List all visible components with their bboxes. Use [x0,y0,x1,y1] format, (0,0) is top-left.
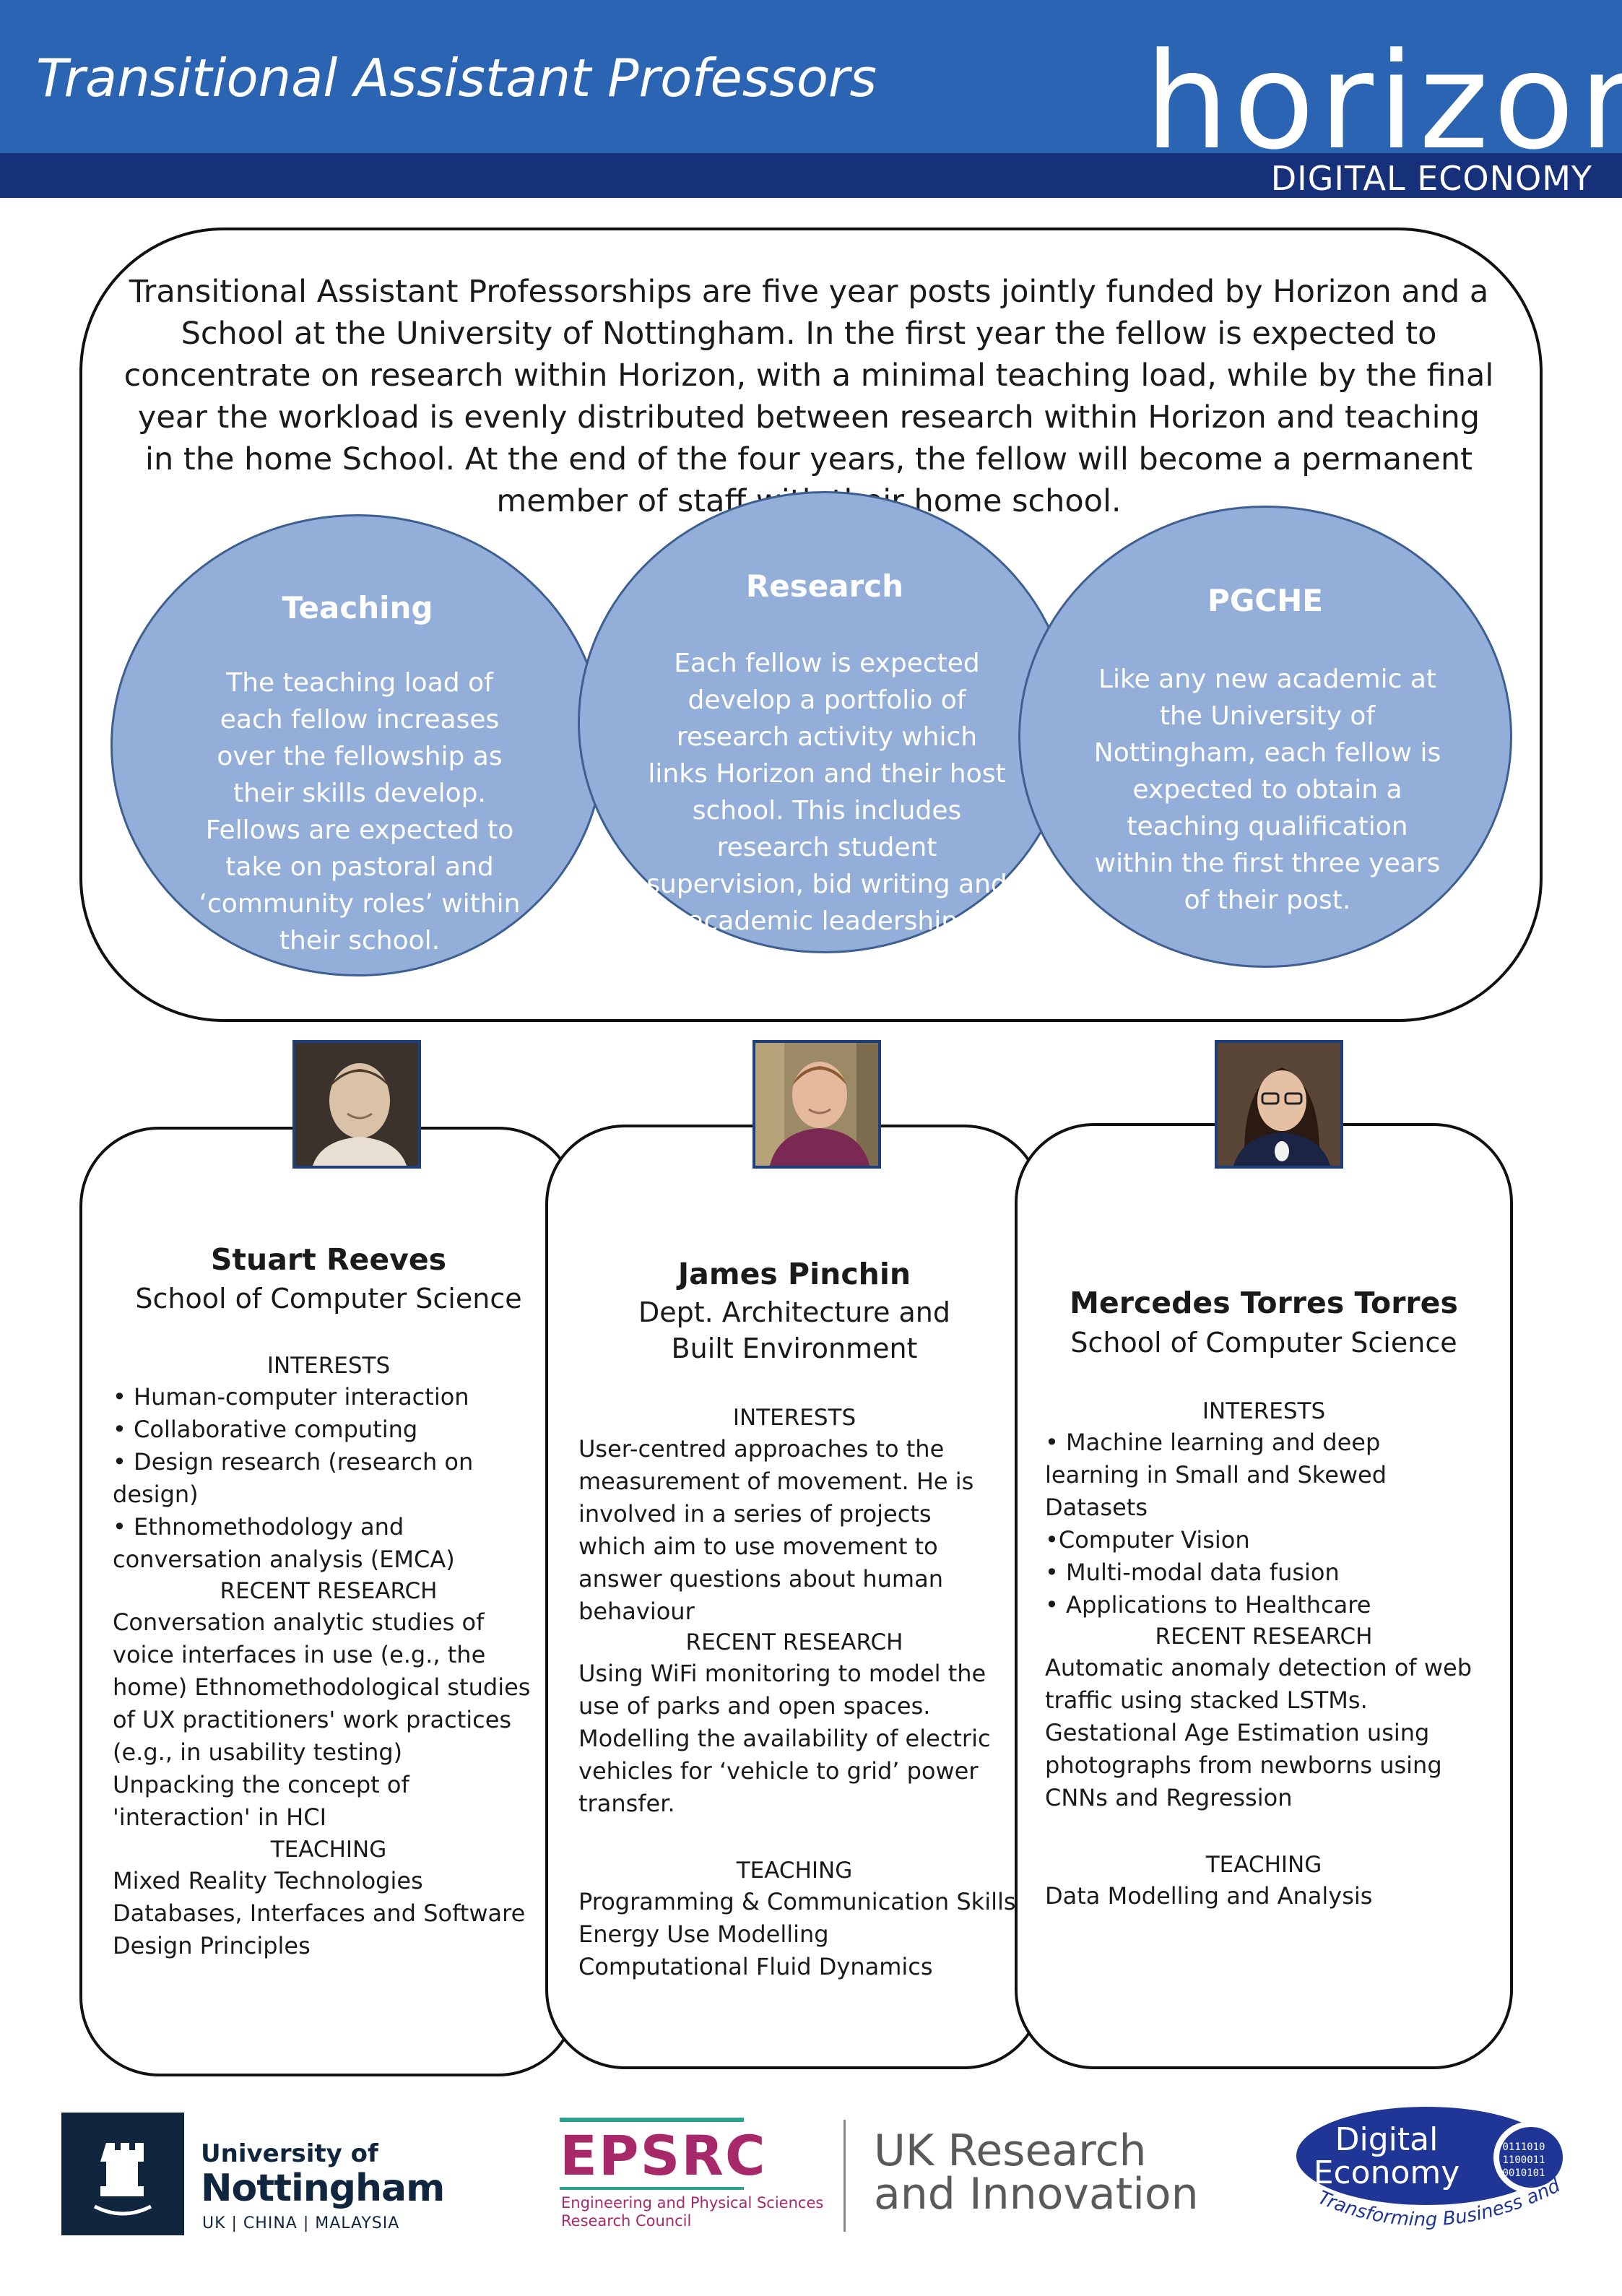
svg-text:0111010: 0111010 [1502,2141,1545,2153]
nottingham-logo-line2: Nottingham [201,2167,445,2210]
header-band [0,153,1622,198]
person-name: Mercedes Torres Torres [1070,1286,1458,1320]
teaching-list: Mixed Reality Technologies Databases, In… [113,1865,539,1962]
epsrc-logo-word: EPSRC [560,2123,767,2188]
svg-text:1100011: 1100011 [1502,2154,1545,2166]
list-item: Using WiFi monitoring to model the use o… [578,1660,986,1720]
digital-economy-logo: 0111010 1100011 0010101 Digital Economy … [1279,2089,1582,2257]
list-item: • Applications to Healthcare [1045,1591,1371,1619]
list-item: Automatic anomaly detection of web traff… [1045,1654,1473,1714]
teaching-heading: TEACHING [270,1837,387,1863]
person-school: Dept. Architecture and Built Environment [638,1296,951,1364]
pgche-circle: PGCHE Like any new academic at the Unive… [1018,506,1512,968]
list-item: Energy Use Modelling [578,1920,829,1948]
research-heading: RECENT RESEARCH [685,1629,903,1655]
person-name: James Pinchin [677,1257,911,1291]
teaching-circle: Teaching The teaching load of each fello… [110,514,604,976]
nottingham-logo-sub: UK | CHINA | MALAYSIA [202,2214,400,2232]
nottingham-crest-logo [61,2113,184,2235]
list-item: • Human-computer interaction [113,1383,469,1411]
teaching-heading: TEACHING [736,1858,853,1884]
pgche-circle-text: Like any new academic at the University … [1093,664,1441,915]
person-school: School of Computer Science [135,1283,522,1314]
horizon-logo-word: horizon [1145,25,1622,179]
interests-heading: INTERESTS [1202,1398,1326,1424]
list-item: Programming & Communication Skills [578,1888,1016,1915]
list-item: • Multi-modal data fusion [1045,1559,1340,1586]
svg-text:0010101: 0010101 [1502,2167,1545,2179]
list-item: • Machine learning and deep learning in … [1045,1429,1387,1521]
epsrc-top-bar [560,2118,744,2122]
ukri-logo: UK Research and Innovation [874,2126,1199,2219]
logo-divider [843,2120,846,2232]
nottingham-logo-line1: University of [201,2139,378,2168]
profile-card-mercedes-torres [1015,1123,1513,2069]
research-circle-title: Research [745,568,904,604]
research-list: Using WiFi monitoring to model the use o… [578,1658,1019,1820]
mercedes-torres-photo [1215,1040,1343,1169]
stuart-reeves-photo [292,1040,421,1169]
intro-text: Transitional Assistant Professorships ar… [123,274,1494,519]
list-item: Gestational Age Estimation using photogr… [1045,1719,1442,1811]
epsrc-bottom-bar [560,2187,744,2190]
research-list: Automatic anomaly detection of web traff… [1045,1652,1478,1814]
person-school: School of Computer Science [1070,1327,1457,1359]
research-text: Conversation analytic studies of voice i… [113,1608,531,1831]
list-item: Databases, Interfaces and Software Desig… [113,1899,526,1959]
person-name: Stuart Reeves [210,1242,447,1277]
interests-heading: INTERESTS [732,1405,856,1431]
research-circle: Research Each fellow is expected develop… [578,491,1072,953]
teaching-list: Data Modelling and Analysis [1045,1880,1478,1912]
list-item: • Design research (research on design) [113,1448,474,1508]
list-item: •Computer Vision [1045,1526,1250,1554]
interests-list: • Human-computer interaction • Collabora… [113,1381,546,1576]
research-heading: RECENT RESEARCH [220,1578,438,1604]
list-item: Computational Fluid Dynamics [578,1953,933,1980]
teaching-circle-text: The teaching load of each fellow increas… [199,668,521,956]
page-title: Transitional Assistant Professors [36,48,877,108]
header-banner [0,0,1622,153]
pgche-circle-title: PGCHE [1207,583,1323,618]
svg-text:Economy: Economy [1314,2154,1460,2191]
james-pinchin-photo [753,1040,881,1169]
teaching-circle-title: Teaching [282,590,433,625]
research-circle-text: Each fellow is expected develop a portfo… [646,649,1007,936]
svg-text:Digital: Digital [1335,2121,1439,2158]
teaching-list: Programming & Communication Skills Energ… [578,1886,1019,1983]
epsrc-logo-subtitle: Engineering and Physical Sciences Resear… [561,2194,824,2230]
list-item: • Collaborative computing [113,1416,418,1443]
interests-list: User-centred approaches to the measureme… [578,1433,997,1628]
list-item: Data Modelling and Analysis [1045,1882,1373,1910]
list-item: User-centred approaches to the measureme… [578,1435,974,1625]
research-heading: RECENT RESEARCH [1155,1624,1373,1650]
list-item: • Ethnomethodology and conversation anal… [113,1513,455,1573]
horizon-logo-subtitle: DIGITAL ECONOMY RESEARCH [1270,159,1592,237]
list-item: Mixed Reality Technologies [113,1867,423,1894]
interests-heading: INTERESTS [266,1353,391,1379]
list-item: Modelling the availability of electric v… [578,1725,991,1817]
teaching-heading: TEACHING [1205,1852,1322,1878]
interests-list: • Machine learning and deep learning in … [1045,1426,1478,1621]
